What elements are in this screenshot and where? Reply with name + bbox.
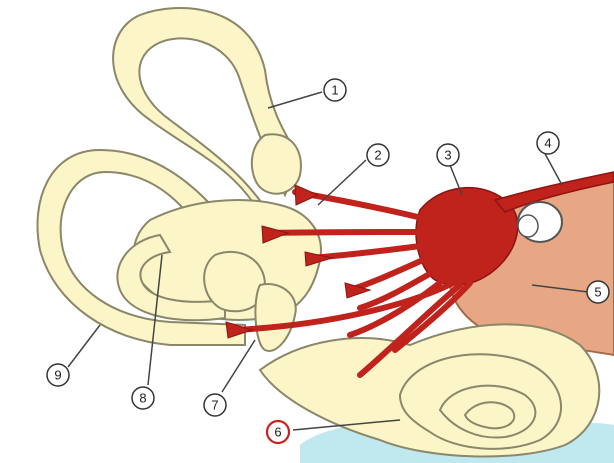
label-number: 8 <box>139 391 146 406</box>
semicircular-canals <box>38 8 321 351</box>
label-6: 6 <box>267 421 289 443</box>
leader-7 <box>222 340 255 392</box>
label-4: 4 <box>537 132 559 154</box>
cochlea <box>260 324 599 456</box>
label-number: 6 <box>274 425 281 440</box>
label-2: 2 <box>367 144 389 166</box>
label-number: 7 <box>211 398 218 413</box>
label-9: 9 <box>47 364 69 386</box>
label-1: 1 <box>324 79 346 101</box>
leader-1 <box>268 92 322 108</box>
label-number: 3 <box>444 148 451 163</box>
leader-4 <box>543 150 562 185</box>
label-3: 3 <box>437 144 459 166</box>
nerve-cross-section <box>518 202 562 242</box>
label-number: 5 <box>594 285 601 300</box>
label-8: 8 <box>132 387 154 409</box>
label-7: 7 <box>204 394 226 416</box>
label-number: 1 <box>331 83 338 98</box>
label-number: 2 <box>374 148 381 163</box>
leader-9 <box>68 325 100 367</box>
label-number: 4 <box>544 136 551 151</box>
label-5: 5 <box>587 281 609 303</box>
label-number: 9 <box>54 368 61 383</box>
